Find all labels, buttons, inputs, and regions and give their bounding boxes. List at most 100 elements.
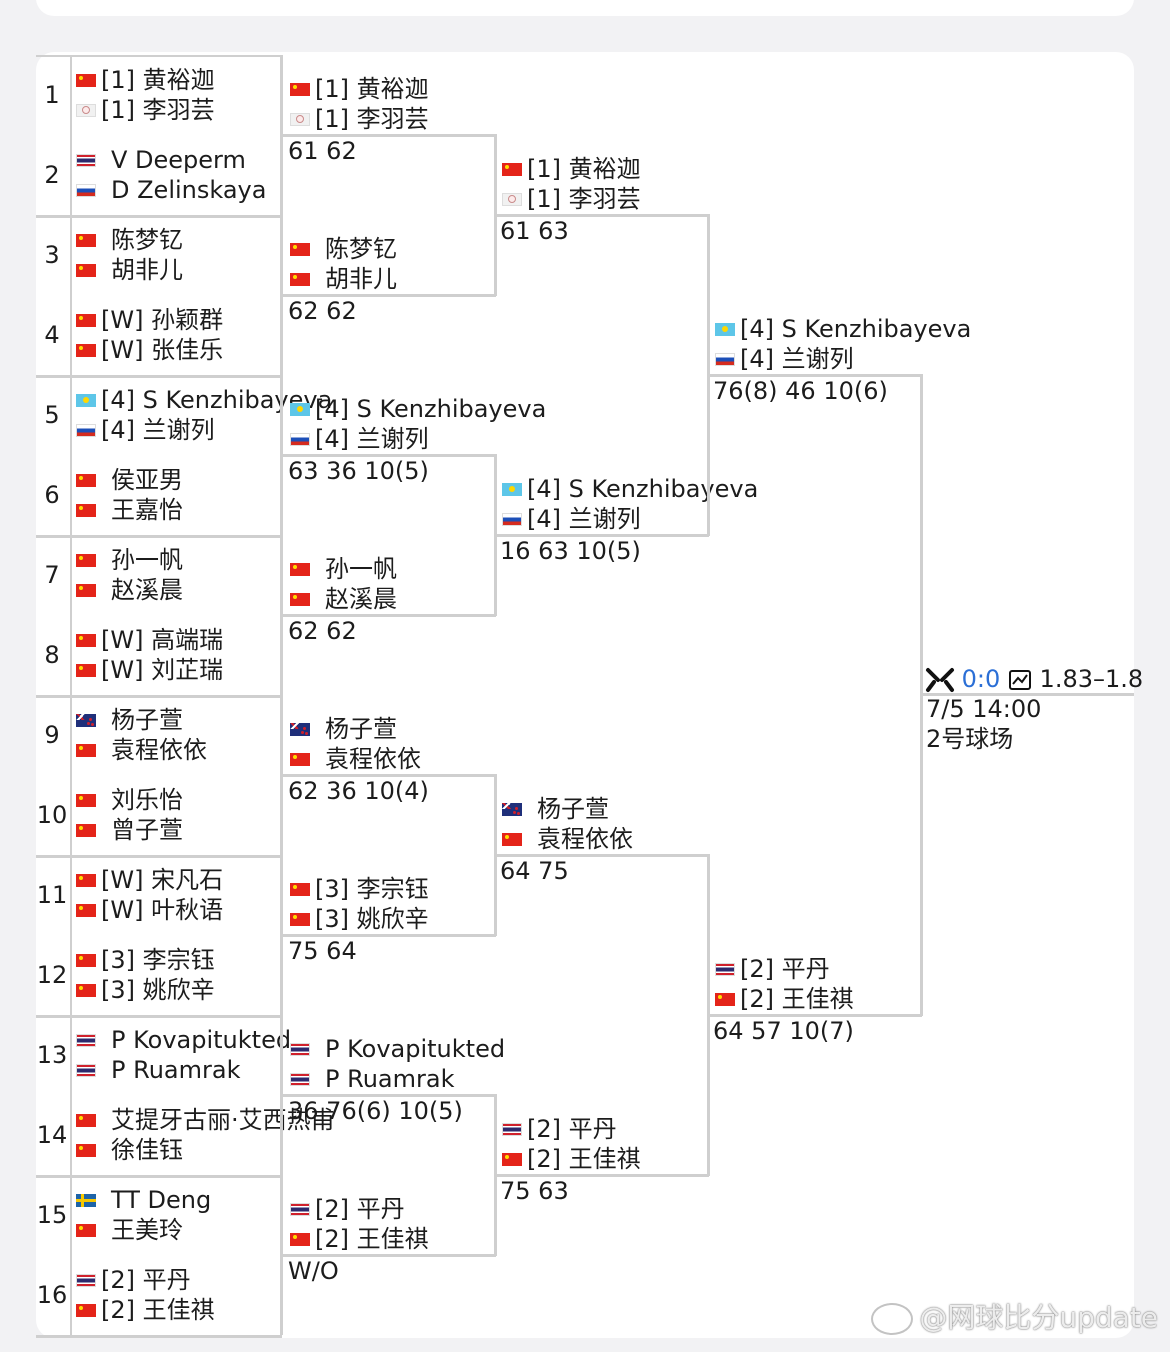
round2-player[interactable]: [2] 平丹 bbox=[290, 1194, 405, 1224]
round2-player[interactable]: [1] 黄裕迦 bbox=[290, 74, 429, 104]
draw-position-number: 6 bbox=[44, 481, 60, 509]
round2-player[interactable]: P Kovapitukted bbox=[290, 1034, 505, 1064]
quarterfinal-player[interactable]: 袁程依依 bbox=[502, 824, 633, 854]
round2-player[interactable]: P Ruamrak bbox=[290, 1064, 454, 1094]
flag-kz-icon bbox=[715, 322, 735, 336]
semifinal-player[interactable]: [4] S Kenzhibayeva bbox=[715, 314, 971, 344]
round1-player[interactable]: [1] 李羽芸 bbox=[76, 95, 215, 125]
quarterfinal-player[interactable]: [2] 平丹 bbox=[502, 1114, 617, 1144]
round1-player[interactable]: [W] 叶秋语 bbox=[76, 895, 223, 925]
quarterfinal-player[interactable]: [4] S Kenzhibayeva bbox=[502, 474, 758, 504]
round1-player[interactable]: 袁程依依 bbox=[76, 735, 207, 765]
semifinal-player[interactable]: [2] 平丹 bbox=[715, 954, 830, 984]
round2-player[interactable]: 孙一帆 bbox=[290, 554, 397, 584]
quarterfinal-player[interactable]: [1] 李羽芸 bbox=[502, 184, 641, 214]
draw-position-number: 1 bbox=[44, 81, 60, 109]
bracket-line bbox=[283, 934, 496, 937]
flag-nz-icon bbox=[502, 802, 522, 816]
match-score: 61 62 bbox=[288, 137, 357, 165]
round1-player[interactable]: [W] 高端瑞 bbox=[76, 625, 223, 655]
draw-position-number: 15 bbox=[36, 1201, 68, 1229]
draw-position-number: 10 bbox=[36, 801, 68, 829]
round2-player[interactable]: 杨子萱 bbox=[290, 714, 397, 744]
round2-player[interactable]: 陈梦钇 bbox=[290, 234, 397, 264]
player-name: 胡非儿 bbox=[325, 265, 397, 293]
round2-player[interactable]: [4] 兰谢列 bbox=[290, 424, 429, 454]
flag-cn-icon bbox=[715, 992, 735, 1006]
player-name: 胡非儿 bbox=[111, 256, 183, 284]
player-name: [3] 姚欣辛 bbox=[315, 905, 429, 933]
round2-player[interactable]: 赵溪晨 bbox=[290, 584, 397, 614]
player-name: 徐佳钰 bbox=[111, 1136, 183, 1164]
quarterfinal-player[interactable]: [1] 黄裕迦 bbox=[502, 154, 641, 184]
round2-player[interactable]: 胡非儿 bbox=[290, 264, 397, 294]
player-name: 赵溪晨 bbox=[325, 585, 397, 613]
round2-player[interactable]: 袁程依依 bbox=[290, 744, 421, 774]
round1-player[interactable]: [3] 李宗钰 bbox=[76, 945, 215, 975]
round2-player[interactable]: [2] 王佳祺 bbox=[290, 1224, 429, 1254]
player-name: [1] 李羽芸 bbox=[315, 105, 429, 133]
round1-player[interactable]: [3] 姚欣辛 bbox=[76, 975, 215, 1005]
flag-cn-icon bbox=[290, 82, 310, 96]
flag-cn-icon bbox=[290, 912, 310, 926]
round1-player[interactable]: V Deeperm bbox=[76, 145, 246, 175]
round1-player[interactable]: [4] 兰谢列 bbox=[76, 415, 215, 445]
round1-player[interactable]: 王嘉怡 bbox=[76, 495, 183, 525]
flag-th-icon bbox=[76, 1273, 96, 1287]
draw-position-number: 13 bbox=[36, 1041, 68, 1069]
flag-cn-icon bbox=[76, 263, 96, 277]
round1-player[interactable]: 王美玲 bbox=[76, 1215, 183, 1245]
bracket-line bbox=[70, 375, 72, 455]
round1-player[interactable]: 徐佳钰 bbox=[76, 1135, 183, 1165]
final-live-row[interactable]: 0:0 1.83–1.8 bbox=[926, 664, 1143, 694]
player-name: [4] S Kenzhibayeva bbox=[527, 475, 759, 503]
round2-player[interactable]: [4] S Kenzhibayeva bbox=[290, 394, 546, 424]
round1-player[interactable]: D Zelinskaya bbox=[76, 175, 266, 205]
round1-player[interactable]: 胡非儿 bbox=[76, 255, 183, 285]
player-name: [W] 叶秋语 bbox=[101, 896, 224, 924]
round1-player[interactable]: [W] 孙颖群 bbox=[76, 305, 223, 335]
round1-player[interactable]: 艾提牙古丽·艾西热甫 bbox=[76, 1105, 335, 1135]
crossed-rackets-icon bbox=[926, 668, 954, 692]
semifinal-player[interactable]: [2] 王佳祺 bbox=[715, 984, 854, 1014]
player-name: P Kovapitukted bbox=[325, 1035, 506, 1063]
round2-player[interactable]: [3] 姚欣辛 bbox=[290, 904, 429, 934]
draw-position-number: 11 bbox=[36, 881, 68, 909]
round1-player[interactable]: 陈梦钇 bbox=[76, 225, 183, 255]
quarterfinal-player[interactable]: [2] 王佳祺 bbox=[502, 1144, 641, 1174]
round1-player[interactable]: [1] 黄裕迦 bbox=[76, 65, 215, 95]
flag-cn-icon bbox=[502, 162, 522, 176]
round1-player[interactable]: 曾子萱 bbox=[76, 815, 183, 845]
flag-cn-icon bbox=[76, 1223, 96, 1237]
player-name: 刘乐怡 bbox=[111, 786, 183, 814]
round1-player[interactable]: [W] 宋凡石 bbox=[76, 865, 223, 895]
round1-player[interactable]: 赵溪晨 bbox=[76, 575, 183, 605]
flag-se-icon bbox=[76, 1193, 96, 1207]
semifinal-player[interactable]: [4] 兰谢列 bbox=[715, 344, 854, 374]
round1-player[interactable]: [2] 平丹 bbox=[76, 1265, 191, 1295]
player-name: [W] 张佳乐 bbox=[101, 336, 224, 364]
bracket-line bbox=[497, 214, 709, 217]
player-name: 王嘉怡 bbox=[111, 496, 183, 524]
round2-player[interactable]: [3] 李宗钰 bbox=[290, 874, 429, 904]
player-name: [4] 兰谢列 bbox=[101, 416, 215, 444]
round2-player[interactable]: [1] 李羽芸 bbox=[290, 104, 429, 134]
round1-player[interactable]: P Kovapitukted bbox=[76, 1025, 291, 1055]
round1-player[interactable]: 杨子萱 bbox=[76, 705, 183, 735]
round1-player[interactable]: TT Deng bbox=[76, 1185, 211, 1215]
bracket-line bbox=[923, 693, 1134, 696]
flag-cn-icon bbox=[76, 343, 96, 357]
round1-player[interactable]: [2] 王佳祺 bbox=[76, 1295, 215, 1325]
round1-player[interactable]: 孙一帆 bbox=[76, 545, 183, 575]
flag-tw-icon bbox=[76, 103, 96, 117]
quarterfinal-player[interactable]: 杨子萱 bbox=[502, 794, 609, 824]
round1-player[interactable]: [W] 刘芷瑞 bbox=[76, 655, 223, 685]
round1-player[interactable]: P Ruamrak bbox=[76, 1055, 240, 1085]
quarterfinal-player[interactable]: [4] 兰谢列 bbox=[502, 504, 641, 534]
flag-th-icon bbox=[76, 1033, 96, 1047]
round1-player[interactable]: 侯亚男 bbox=[76, 465, 183, 495]
bracket-line bbox=[283, 294, 496, 297]
round1-player[interactable]: 刘乐怡 bbox=[76, 785, 183, 815]
round1-player[interactable]: [W] 张佳乐 bbox=[76, 335, 223, 365]
